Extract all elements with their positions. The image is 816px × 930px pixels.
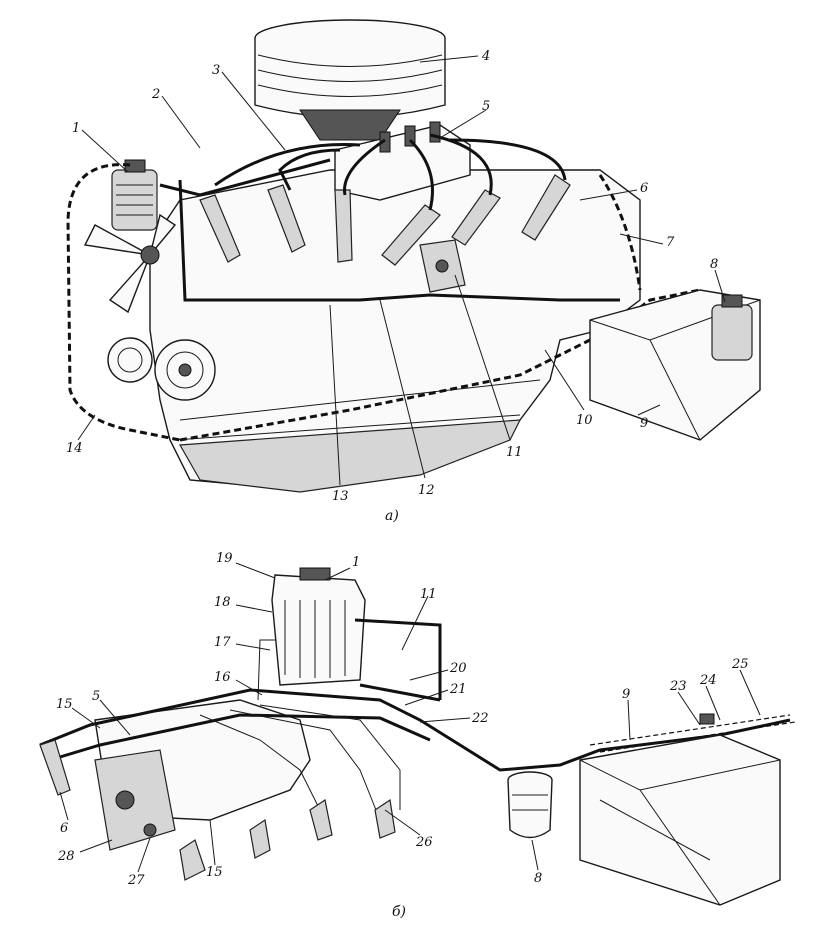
callout-b-5: 5 <box>92 689 100 704</box>
figure-a-engine: 1 2 3 4 5 6 7 8 9 10 11 12 13 14 а) <box>66 19 761 524</box>
callouts-a: 1 2 3 4 5 6 7 8 9 10 11 12 13 14 <box>66 49 718 504</box>
callout-a-14: 14 <box>66 441 83 456</box>
cooling-fan <box>83 213 177 314</box>
callout-b-21: 21 <box>449 682 467 697</box>
callout-b-17: 17 <box>214 635 231 650</box>
callout-b-27: 27 <box>127 873 145 888</box>
pulleys <box>107 337 216 401</box>
callout-b-15-bottom: 15 <box>206 865 223 880</box>
callout-b-24: 24 <box>699 673 717 688</box>
callout-b-11: 11 <box>420 587 437 602</box>
callout-a-8: 8 <box>710 257 718 272</box>
callout-b-1: 1 <box>352 555 360 570</box>
callout-b-25: 25 <box>731 657 749 672</box>
callout-b-9: 9 <box>622 687 630 702</box>
fine-fuel-filter <box>111 159 158 231</box>
callout-b-6: 6 <box>60 821 68 836</box>
high-pressure-lines <box>214 133 567 211</box>
leader-lines-a <box>77 55 726 486</box>
injectors-right-bank <box>381 174 571 266</box>
callout-a-10: 10 <box>576 413 593 428</box>
coarse-filter-b <box>507 771 553 839</box>
callout-a-4: 4 <box>481 49 490 64</box>
callout-b-28: 28 <box>57 849 75 864</box>
callout-a-7: 7 <box>666 235 675 250</box>
callout-a-13: 13 <box>332 489 349 504</box>
fine-filter-b <box>271 567 366 686</box>
callouts-b: 19 1 18 11 17 16 20 21 22 15 5 6 28 27 1… <box>56 551 749 888</box>
callout-b-15-top: 15 <box>56 697 73 712</box>
priming-pump <box>419 239 466 293</box>
callout-a-1: 1 <box>72 121 80 136</box>
callout-a-9: 9 <box>640 416 648 431</box>
callout-b-23: 23 <box>669 679 687 694</box>
figure-b-fuel-system: 19 1 18 11 17 16 20 21 22 15 5 6 28 27 1… <box>39 551 796 920</box>
callout-b-19: 19 <box>216 551 233 566</box>
injectors-left-bank <box>199 184 353 263</box>
injection-pump <box>334 121 471 201</box>
air-cleaner <box>254 19 446 141</box>
callout-b-8: 8 <box>534 871 542 886</box>
injectors-b <box>39 739 396 881</box>
callout-a-6: 6 <box>640 181 648 196</box>
callout-b-18: 18 <box>214 595 231 610</box>
coarse-fuel-filter <box>711 294 753 361</box>
caption-a: а) <box>385 508 399 524</box>
tank-fittings <box>589 713 796 753</box>
low-pressure-lines <box>66 158 701 442</box>
injection-pump-b <box>94 699 311 851</box>
callout-a-12: 12 <box>418 483 435 498</box>
callout-a-2: 2 <box>151 87 160 102</box>
caption-b: б) <box>392 904 406 920</box>
callout-b-26: 26 <box>415 835 433 850</box>
callout-a-11: 11 <box>506 445 523 460</box>
callout-b-20: 20 <box>449 661 467 676</box>
callout-a-5: 5 <box>482 99 490 114</box>
callout-b-22: 22 <box>471 711 489 726</box>
callout-a-3: 3 <box>212 63 220 78</box>
fuel-tank-b <box>579 734 781 906</box>
leader-lines-b <box>59 562 761 873</box>
callout-b-16: 16 <box>214 670 231 685</box>
oil-pan <box>179 419 522 493</box>
